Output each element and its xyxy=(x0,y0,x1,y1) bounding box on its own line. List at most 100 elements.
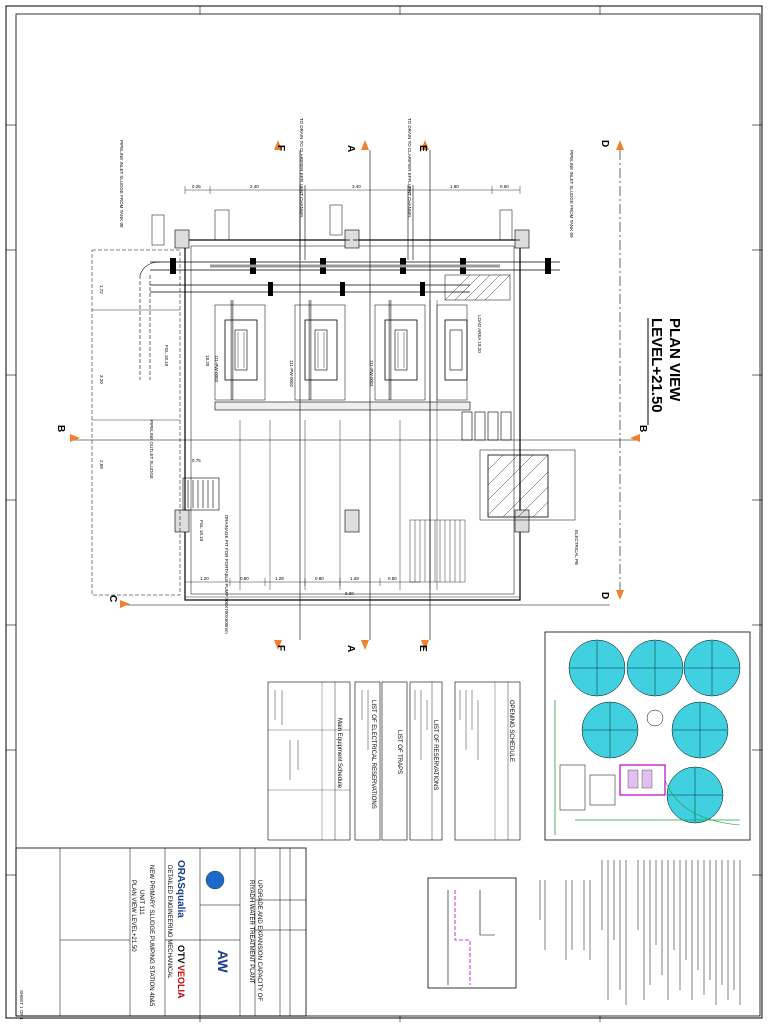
header-valves xyxy=(170,258,551,296)
view-level: LEVEL+21.50 xyxy=(648,318,665,413)
dim-top-4: 1.80 xyxy=(450,184,459,189)
electrical-room xyxy=(487,454,549,518)
dim-top-2: 2.40 xyxy=(250,184,259,189)
section-a-top: A xyxy=(345,145,356,152)
contractor-name: OTV xyxy=(176,945,186,964)
label-fgl2: FGL 18.10 xyxy=(199,520,204,542)
label-drainage-pit: DRAINAGE PIT FOR PORTABLE PUMP 700X700X6… xyxy=(224,515,229,634)
dim-total: 9.00 xyxy=(345,591,354,596)
internal-lines xyxy=(239,300,438,590)
arrow-e-bottom xyxy=(421,640,429,650)
contractor-veolia: VEOLIA xyxy=(176,965,186,999)
label-fgl1: FGL 18.10 xyxy=(164,345,169,367)
drawing-line-3: UNIT 111 xyxy=(138,890,144,915)
tables: OPENING SCHEDULE LIST OF RESERVATIONS LI… xyxy=(267,681,521,841)
header-pipe xyxy=(150,239,560,293)
section-lines xyxy=(70,150,640,640)
reservations-title: LIST OF RESERVATIONS xyxy=(432,720,438,790)
pump-2 xyxy=(304,319,338,381)
section-b-left: B xyxy=(55,425,66,432)
label-inlet-tank9: PIPELINE INLET SLUDGE FROM TANK 09 xyxy=(569,150,574,238)
dim-left-3: 2.58 xyxy=(99,460,104,469)
equipment-schedule-table xyxy=(267,681,351,841)
company-logo-icon xyxy=(205,870,225,890)
electrical-reservations-title: LIST OF ELECTRICAL RESERVATIONS xyxy=(370,700,376,809)
drawing-line-1: DETAILED ENGINEERING MECHANICAL xyxy=(166,865,172,979)
outlet-pipe xyxy=(139,261,161,380)
hatched-area-top xyxy=(444,274,511,301)
label-electrical: ELECTRICAL PB xyxy=(574,530,579,565)
label-outlet: PIPELINE OUTLET SLUDGE xyxy=(149,420,154,479)
gray-pipes xyxy=(210,264,500,400)
section-d-top: D xyxy=(599,140,610,147)
dim-bottom-1: 1.20 xyxy=(200,576,209,581)
section-e-top: E xyxy=(417,145,428,152)
dim-top-1: 0.25 xyxy=(192,184,201,189)
section-a-bottom: A xyxy=(345,645,356,652)
arrow-d-top xyxy=(616,140,624,150)
arrow-f-top xyxy=(274,140,282,150)
view-title: PLAN VIEW xyxy=(666,318,683,402)
arrow-b-left xyxy=(70,434,80,442)
client-logo: AW xyxy=(215,950,231,973)
pump-4 xyxy=(444,319,468,381)
section-d-bottom: D xyxy=(599,592,610,599)
outer-border xyxy=(5,5,763,1019)
dim-left-2: 3.20 xyxy=(99,375,104,384)
reservations-table xyxy=(409,681,443,841)
dim-mid: 0.75 xyxy=(192,458,201,463)
label-inlet-tank8: PIPELINE INLET SLUDGE FROM TANK 08 xyxy=(119,140,124,228)
arrow-e-top xyxy=(421,140,429,150)
frame-ticks xyxy=(6,6,762,1022)
section-b-right: B xyxy=(637,425,648,432)
platform-beam xyxy=(214,401,471,411)
section-f-top: F xyxy=(275,145,286,151)
drain-lines xyxy=(299,185,414,260)
detail-box xyxy=(427,877,517,989)
label-pump3: 111-PW-0001 xyxy=(369,360,374,388)
sheet-number: SHEET 1 OF 1 xyxy=(19,990,24,1020)
inner-border xyxy=(15,13,761,1017)
project-line-1: UPGRADE AND EXPANSION CAPACITY OF xyxy=(256,880,262,1001)
plan-view: 1.72 3.20 2.58 xyxy=(55,118,683,652)
key-plan xyxy=(544,631,751,841)
dim-bottom-2: 0.80 xyxy=(240,576,249,581)
arrow-d-bottom xyxy=(616,590,624,600)
oras-logo: ORASqualia xyxy=(175,860,186,918)
section-c-left: C xyxy=(107,595,118,602)
dim-bottom-3: 1.28 xyxy=(275,576,284,581)
traps-table xyxy=(381,681,408,841)
columns xyxy=(174,229,530,533)
dim-top-5: 0.60 xyxy=(500,184,509,189)
opening-schedule-title: OPENING SCHEDULE xyxy=(508,700,514,762)
arrow-a-top xyxy=(361,140,369,150)
building-wall-inner xyxy=(190,245,515,595)
section-f-bottom: F xyxy=(275,645,286,651)
outlet-zone xyxy=(91,249,181,596)
opening-schedule-table xyxy=(454,681,521,841)
section-arrows xyxy=(70,140,640,650)
stairs xyxy=(409,519,466,583)
dim-bottom-6: 0.80 xyxy=(388,576,397,581)
drawing-line-2: NEW PRIMARY SLUDGE PUMPING STATION 4b&5 xyxy=(148,865,154,1007)
project-line-2: RIYADH WATER TREATMENT PLANT xyxy=(248,880,254,984)
arrow-c-left xyxy=(120,600,130,608)
arrow-a-bottom xyxy=(361,640,369,650)
drawing-line-4: PLAN VIEW LEVEL+21.50 xyxy=(130,880,136,952)
dim-bottom-4: 0.80 xyxy=(315,576,324,581)
electrical-panels xyxy=(461,411,512,441)
electrical-reservations-table xyxy=(354,681,381,841)
top-boxes xyxy=(151,204,513,246)
label-drain-e: TO DRAIN TO CLARIFIER EFFLUENT CHANNEL xyxy=(407,118,412,219)
dim-bottom-5: 1.28 xyxy=(350,576,359,581)
pump-bays xyxy=(214,304,468,401)
arrow-b-right xyxy=(630,434,640,442)
pump-1 xyxy=(224,319,258,381)
building-wall xyxy=(184,239,521,601)
equipment-schedule-title: Main Equipment Schedule xyxy=(336,718,342,789)
dim-bottom-line xyxy=(184,578,521,600)
drainage-pit xyxy=(182,477,220,511)
label-drain-f: TO DRAIN TO CLARIFIER EFFLUENT CHANNEL xyxy=(299,118,304,219)
notes xyxy=(427,860,741,1005)
